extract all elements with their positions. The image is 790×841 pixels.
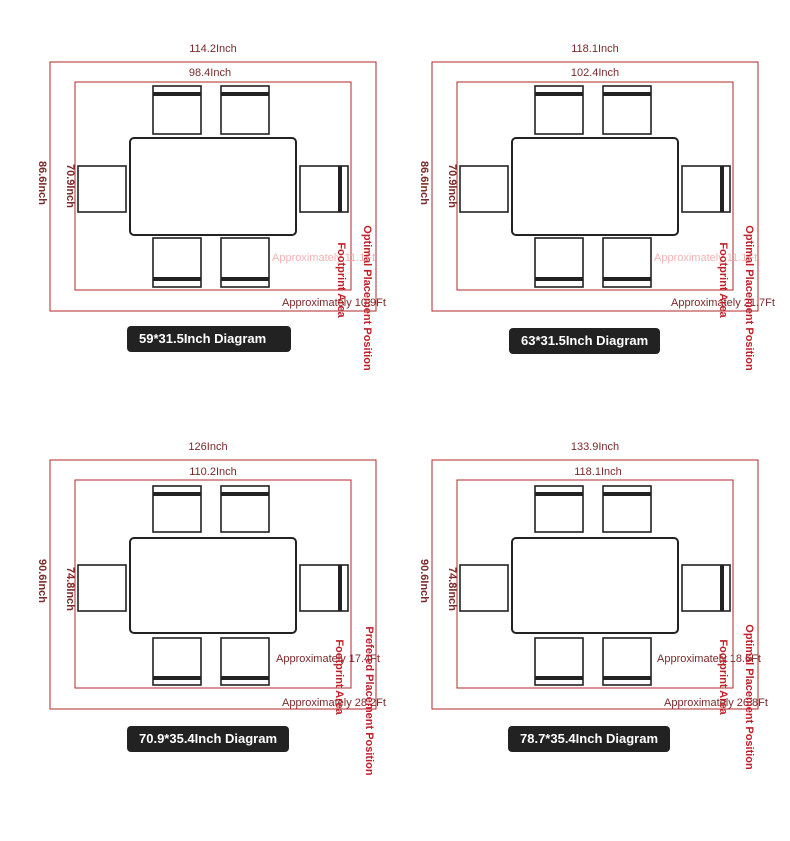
chair xyxy=(602,637,652,686)
chair xyxy=(681,165,731,213)
footprint-area-label: Footprint Area xyxy=(717,639,729,715)
placement-position-label: Optimal Placement Position xyxy=(743,624,755,770)
footprint-rect xyxy=(456,479,734,689)
chair xyxy=(299,564,349,612)
chair xyxy=(152,637,202,686)
diagram-panel-4: 133.9Inch 118.1Inch 90.6Inch 74.8Inch xyxy=(382,398,777,818)
dining-table xyxy=(129,537,297,634)
chair xyxy=(459,165,509,213)
chair xyxy=(602,237,652,288)
footprint-area-label: Footprint Area xyxy=(335,242,347,318)
layout-drawing: 114.2Inch 98.4Inch 86.6Inch 70.9Inch xyxy=(36,43,386,371)
inner-area-label: Approximately 18.6Ft xyxy=(657,653,761,665)
chair xyxy=(602,85,652,135)
chair xyxy=(152,85,202,135)
outer-width-label: 133.9Inch xyxy=(571,441,619,453)
dining-table xyxy=(129,137,297,236)
chair xyxy=(152,237,202,288)
inner-width-label: 110.2Inch xyxy=(189,466,237,478)
chair xyxy=(534,85,584,135)
placement-position-label: Prefered Placement Position xyxy=(363,626,375,775)
chair xyxy=(299,165,349,213)
outer-area-label: Approximately 10.9Ft xyxy=(282,297,386,309)
dining-table xyxy=(511,137,679,236)
outer-area-label: Approximately 26.8Ft xyxy=(664,697,768,709)
footprint-area-label: Footprint Area xyxy=(333,639,345,715)
footprint-area-label: Footprint Area xyxy=(717,242,729,318)
inner-area-label: Approximately 17.4Ft xyxy=(276,653,380,665)
outer-area-label: Approximately 21.7Ft xyxy=(671,297,775,309)
chair xyxy=(220,85,270,135)
inner-area-label: Approximately 11.1Ft xyxy=(272,252,375,264)
chair xyxy=(534,637,584,686)
size-caption-badge: 78.7*35.4Inch Diagram xyxy=(508,726,671,752)
outer-width-label: 114.2Inch xyxy=(189,43,237,55)
outer-width-label: 126Inch xyxy=(188,441,227,453)
inner-width-label: 98.4Inch xyxy=(189,67,231,79)
chair xyxy=(534,485,584,533)
inner-width-label: 118.1Inch xyxy=(574,466,622,478)
inner-height-label: 74.8Inch xyxy=(446,567,458,611)
chair xyxy=(77,165,127,213)
chair xyxy=(220,637,270,686)
outer-area-label: Approximately 28.2Ft xyxy=(282,697,386,709)
outer-height-label: 90.6Inch xyxy=(36,559,48,603)
footprint-rect xyxy=(74,479,352,689)
inner-height-label: 74.8Inch xyxy=(64,567,76,611)
placement-position-label: Optimal Placement Position xyxy=(743,225,755,371)
inner-height-label: 70.9Inch xyxy=(446,164,458,208)
placement-position-label: Optimal Placement Position xyxy=(361,225,373,371)
diagram-panel-3: 126Inch 110.2Inch 90.6Inch 74.8Inch Ap xyxy=(0,398,395,818)
inner-area-label: Approximately 11.1Ft xyxy=(654,252,757,264)
chair xyxy=(681,564,731,612)
size-caption-badge: 59*31.5Inch Diagram xyxy=(127,326,291,352)
outer-width-label: 118.1Inch xyxy=(571,43,619,55)
diagram-panel-2: 118.1Inch 102.4Inch 86.6Inch 70.9Inch xyxy=(382,0,777,420)
footprint-rect xyxy=(74,81,352,291)
inner-height-label: 70.9Inch xyxy=(64,164,76,208)
chair xyxy=(220,237,270,288)
inner-width-label: 102.4Inch xyxy=(571,67,619,79)
chair xyxy=(534,237,584,288)
size-caption-badge: 63*31.5Inch Diagram xyxy=(509,328,661,354)
chair xyxy=(220,485,270,533)
outer-height-label: 86.6Inch xyxy=(418,161,430,205)
outer-placement-rect xyxy=(49,459,377,710)
outer-height-label: 90.6Inch xyxy=(418,559,430,603)
layout-drawing: 133.9Inch 118.1Inch 90.6Inch 74.8Inch xyxy=(418,441,768,770)
layout-drawing: 126Inch 110.2Inch 90.6Inch 74.8Inch Ap xyxy=(36,441,386,776)
outer-placement-rect xyxy=(431,459,759,710)
outer-height-label: 86.6Inch xyxy=(36,161,48,205)
outer-placement-rect xyxy=(49,61,377,312)
chair xyxy=(459,564,509,612)
chair xyxy=(152,485,202,533)
footprint-rect xyxy=(456,81,734,291)
chair xyxy=(602,485,652,533)
layout-drawing: 118.1Inch 102.4Inch 86.6Inch 70.9Inch xyxy=(418,43,775,371)
dining-table xyxy=(511,537,679,634)
size-caption-badge: 70.9*35.4Inch Diagram xyxy=(127,726,290,752)
outer-placement-rect xyxy=(431,61,759,312)
diagram-panel-1: 114.2Inch 98.4Inch 86.6Inch 70.9Inch xyxy=(0,0,395,420)
chair xyxy=(77,564,127,612)
